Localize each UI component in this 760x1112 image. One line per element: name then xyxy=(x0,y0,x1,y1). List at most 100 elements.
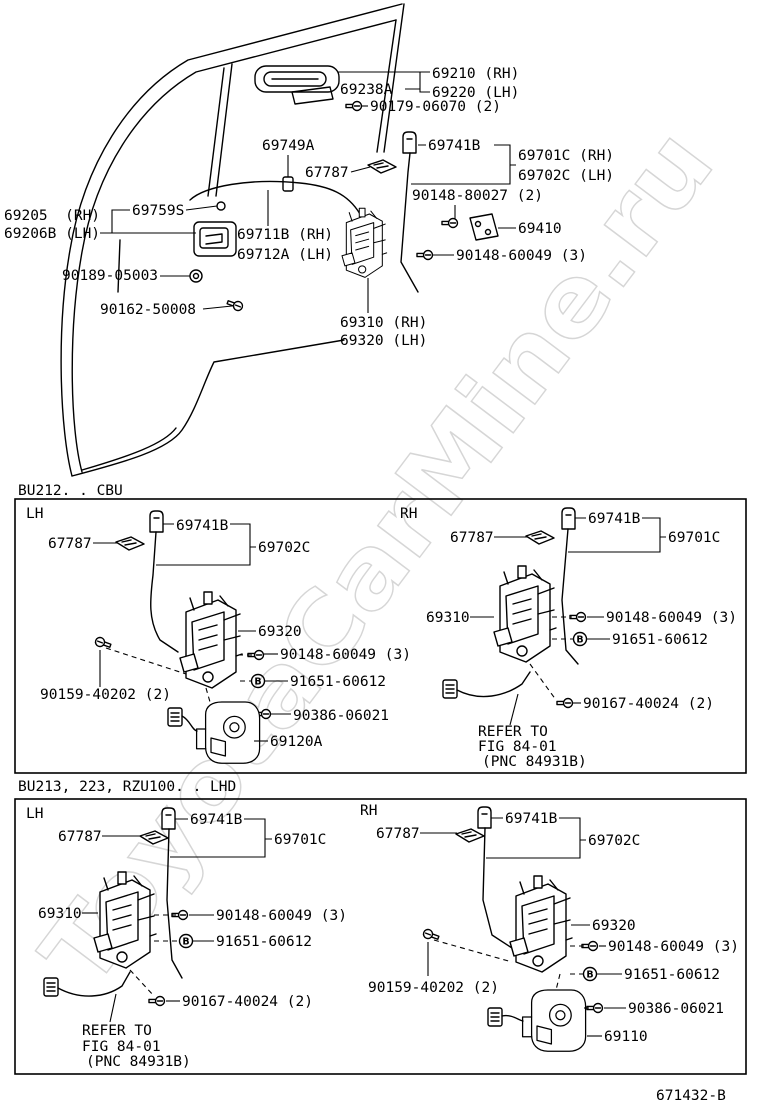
label-handle-screw-lower: 90162-50008 xyxy=(100,302,196,318)
striker xyxy=(469,213,499,241)
label-actuator: 69120A xyxy=(270,734,323,750)
lock-knob xyxy=(149,510,164,533)
refer-note-line1: REFER TO xyxy=(478,724,548,740)
label-lock-rh: 69310 (RH) xyxy=(340,315,427,331)
knob-rod xyxy=(166,828,183,979)
pad xyxy=(115,536,145,551)
label-pad: 67787 xyxy=(305,165,349,181)
label-clip: 91651-60612 xyxy=(216,934,312,950)
wire-screw xyxy=(556,697,574,709)
label-knob-rod: 69702C xyxy=(258,540,310,556)
label-knob-rod: 69702C xyxy=(588,833,640,849)
knob-rod xyxy=(150,531,179,653)
label-knob-rod: 69701C xyxy=(274,832,326,848)
label-lock-screw: 90148-60049 (3) xyxy=(216,908,347,924)
leader-lines-lhd-rh xyxy=(420,817,626,1037)
labels-lhd-rh: 69741B 67787 69702C 69320 90148-60049 (3… xyxy=(368,811,739,1045)
refer-note-line2: FIG 84-01 xyxy=(478,739,557,755)
circle-mark: B xyxy=(250,673,266,689)
label-knob: 69741B xyxy=(176,518,229,534)
label-rod-clip-upper: 69749A xyxy=(262,138,315,154)
label-knob: 69741B xyxy=(428,138,481,154)
label-handle-nut: 90189-05003 xyxy=(62,268,158,284)
label-knob: 69741B xyxy=(505,811,558,827)
circle-mark: B xyxy=(582,966,598,982)
label-knob-rod-rh: 69701C (RH) xyxy=(518,148,614,164)
bolt xyxy=(93,635,113,651)
label-outside-handle-rh: 69210 (RH) xyxy=(432,66,519,82)
wire xyxy=(181,715,198,732)
circle-mark: B xyxy=(572,631,588,647)
refer-note-line3: (PNC 84931B) xyxy=(86,1054,191,1070)
label-pad: 67787 xyxy=(48,536,92,552)
actuator-screw xyxy=(586,1002,604,1014)
lock-screw xyxy=(569,611,587,623)
label-bolt: 90159-40202 (2) xyxy=(368,980,499,996)
label-pad: 67787 xyxy=(450,530,494,546)
striker-screw xyxy=(441,217,459,229)
label-lock: 69320 xyxy=(592,918,636,934)
label-lock: 69310 xyxy=(426,610,470,626)
handle-plate xyxy=(291,86,334,105)
label-knob-rod: 69701C xyxy=(668,530,720,546)
label-outside-handle-lh: 69220 (LH) xyxy=(432,85,519,101)
label-lock-screw: 90148-60049 (3) xyxy=(280,647,411,663)
circle-mark-letter: B xyxy=(254,677,261,688)
dashed-guides xyxy=(529,616,573,701)
circle-mark-letter: B xyxy=(586,970,593,981)
handle-nut xyxy=(189,269,203,283)
label-lock-screw: 90148-60049 (3) xyxy=(606,610,737,626)
labels-cbu-rh: 69741B 67787 69701C 69310 90148-60049 (3… xyxy=(426,511,737,770)
dashed-guides xyxy=(105,647,253,703)
refer-note-line2: FIG 84-01 xyxy=(82,1039,161,1055)
side-label-lh: LH xyxy=(26,806,43,822)
rod-clip-upper xyxy=(282,176,294,192)
wire-connector xyxy=(487,1007,503,1027)
wire-connector xyxy=(43,977,59,997)
side-label-rh: RH xyxy=(360,803,377,819)
dashed-guides xyxy=(129,914,179,997)
door-lock xyxy=(493,565,557,663)
label-handle-screw: 90179-06070 (2) xyxy=(370,99,501,115)
side-label-rh: RH xyxy=(400,506,417,522)
lock-knob xyxy=(561,507,576,530)
section-box-lhd xyxy=(14,798,747,1075)
label-lock-screw: 90148-60049 (3) xyxy=(608,939,739,955)
knob-rod-top xyxy=(400,152,419,293)
door-outline xyxy=(60,3,405,477)
label-link-rod-rh: 69711B (RH) xyxy=(237,227,333,243)
door-lock xyxy=(509,875,573,973)
label-striker-screw: 90148-80027 (2) xyxy=(412,188,543,204)
label-striker: 69410 xyxy=(518,221,562,237)
wire xyxy=(501,1014,524,1022)
handle-screw-lower xyxy=(225,297,245,313)
knob-rod xyxy=(561,528,579,665)
wire-screw xyxy=(148,995,166,1007)
label-inside-handle-rh: 69205 (RH) xyxy=(4,208,100,224)
handle-screw xyxy=(345,100,363,112)
door-lock-top xyxy=(341,207,388,278)
lock-screw-top xyxy=(416,249,434,261)
diagram-code: 671432-B xyxy=(656,1088,726,1104)
labels-lhd-lh: 69741B 67787 69701C 69310 90148-60049 (3… xyxy=(38,812,347,1070)
label-inside-handle-lh: 69206B (LH) xyxy=(4,226,100,242)
pad xyxy=(525,530,555,545)
lock-knob xyxy=(477,806,492,829)
leader-lines-cbu-rh xyxy=(470,517,666,726)
label-pad: 67787 xyxy=(58,829,102,845)
door-lock xyxy=(179,591,243,689)
leader-lines-top xyxy=(100,71,516,313)
label-link-rod-lh: 69712A (LH) xyxy=(237,247,333,263)
dashed-guides xyxy=(433,939,592,1009)
label-lock: 69320 xyxy=(258,624,302,640)
wire-connector xyxy=(442,679,458,699)
side-label-lh: LH xyxy=(26,506,43,522)
section-box-cbu xyxy=(14,498,747,774)
circle-mark-letter: B xyxy=(182,937,189,948)
leader-lines-cbu-lh xyxy=(93,523,291,742)
labels-cbu-lh: 69741B 67787 69702C 69320 90148-60049 (3… xyxy=(40,518,411,750)
lock-knob xyxy=(161,807,176,830)
label-handle-plate: 69238A xyxy=(340,82,393,98)
lock-knob-top xyxy=(402,131,417,154)
